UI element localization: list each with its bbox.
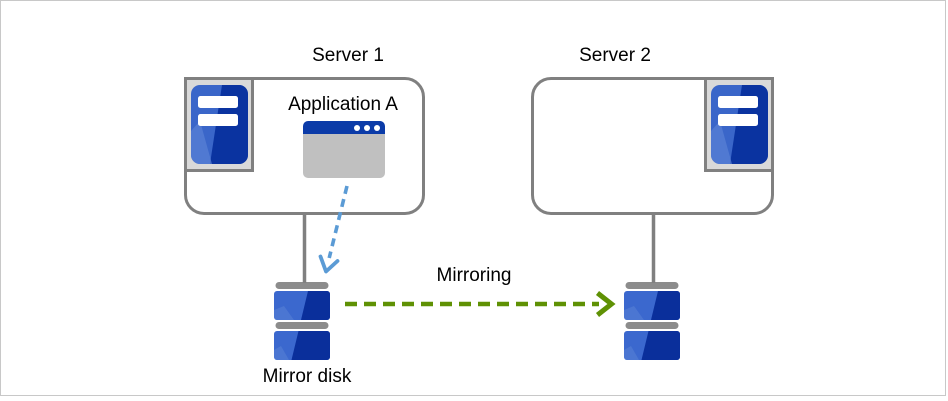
mirror-disk-secondary-icon: [624, 282, 680, 360]
green-dashed-arrow-icon: [345, 291, 616, 317]
mirror-disk-primary-icon: [274, 282, 330, 360]
mirroring-label: Mirroring: [436, 265, 512, 286]
server-tower-icon: [190, 85, 248, 164]
server-tower-icon: [710, 85, 768, 164]
server2-tower-holder: [704, 77, 774, 172]
app-window-titlebar: [303, 121, 385, 134]
server1-label: Server 1: [312, 45, 384, 66]
mirror-disk-label: Mirror disk: [262, 366, 352, 387]
window-dot-icon: [374, 124, 380, 131]
window-dot-icon: [364, 124, 370, 131]
window-dot-icon: [354, 124, 360, 131]
app-window-icon: [303, 121, 385, 178]
application-label: Application A: [288, 94, 398, 115]
app-window-body: [303, 134, 385, 178]
server2-label: Server 2: [579, 45, 651, 66]
server1-tower-holder: [184, 77, 254, 172]
